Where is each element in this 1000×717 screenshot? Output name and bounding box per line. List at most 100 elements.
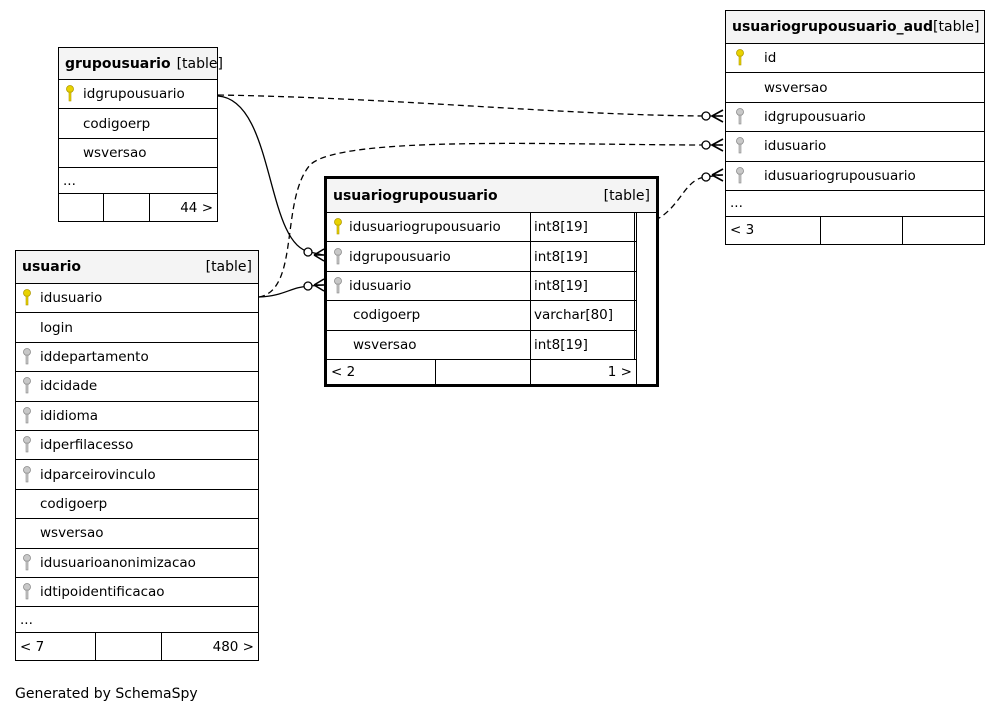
column-row[interactable]: wsversao — [726, 73, 984, 103]
generated-by-label: Generated by SchemaSpy — [15, 686, 198, 702]
foreign-key-icon — [16, 436, 38, 454]
footer-right[interactable]: 480 > — [212, 638, 254, 655]
footer-mid — [436, 359, 531, 385]
table-footer: < 2 1 > — [327, 359, 636, 387]
column-row[interactable]: idusuarioanonimizacao — [16, 549, 258, 578]
table-name: usuariogrupousuario_aud — [732, 19, 934, 35]
column-name: codigoerp — [40, 495, 108, 512]
footer-mid — [104, 194, 150, 222]
column-type: int8[19] — [531, 242, 635, 271]
foreign-key-icon — [327, 277, 349, 295]
table-footer: < 3 — [726, 216, 984, 244]
column-name: idusuario — [40, 290, 103, 307]
column-row[interactable]: idusuario — [16, 284, 258, 314]
footer-mid — [821, 216, 903, 244]
table-header: usuario [table] — [16, 251, 258, 284]
column-row[interactable]: idparceirovinculo — [16, 460, 258, 490]
edge-end-circle — [701, 140, 711, 150]
foreign-key-icon — [327, 247, 349, 266]
table-footer: 44 > — [59, 194, 217, 222]
foreign-key-icon — [726, 108, 754, 126]
table-grupousuario[interactable]: grupousuario [table] idgrupousuario codi… — [58, 47, 223, 223]
ellipsis-row: ... — [59, 168, 217, 195]
column-row[interactable]: wsversao — [59, 139, 217, 169]
column-row[interactable]: codigoerp — [16, 490, 258, 520]
column-row[interactable]: idcidade — [16, 372, 258, 402]
footer-right[interactable]: 1 > — [607, 364, 632, 381]
column-row[interactable]: ididioma — [16, 402, 258, 431]
table-kind: [table] — [933, 19, 980, 35]
foreign-key-icon — [16, 348, 38, 366]
column-name: wsversao — [83, 144, 147, 161]
primary-key-icon — [726, 49, 754, 67]
footer-right[interactable]: 44 > — [180, 199, 213, 216]
foreign-key-icon — [16, 465, 38, 484]
column-row[interactable]: codigoerp — [59, 109, 217, 139]
table-usuario[interactable]: usuario [table] idusuario login iddepart… — [15, 250, 259, 662]
edge-end-circle — [303, 247, 313, 257]
column-row[interactable]: iddepartamento — [16, 343, 258, 373]
footer-left[interactable]: < 3 — [726, 216, 821, 244]
table-kind: [table] — [176, 55, 223, 72]
footer-left[interactable]: < 2 — [327, 359, 436, 385]
crow-foot — [711, 138, 724, 152]
table-name: usuario — [22, 259, 82, 275]
foreign-key-icon — [16, 583, 38, 601]
column-name: idtipoidentificacao — [40, 584, 165, 601]
table-usuariogrupousuario[interactable]: usuariogrupousuario [table] idusuariogru… — [324, 176, 659, 387]
footer-right — [903, 217, 984, 244]
column-type: int8[19] — [531, 330, 635, 359]
table-usuariogrupousuario-aud[interactable]: usuariogrupousuario_aud [table] id wsver… — [725, 10, 985, 245]
table-name: grupousuario — [65, 55, 171, 72]
column-name: wsversao — [353, 336, 417, 353]
column-row[interactable]: idgrupousuario — [59, 80, 217, 110]
foreign-key-icon — [726, 137, 754, 155]
footer-left[interactable]: < 7 — [16, 633, 96, 661]
column-name: idusuario — [349, 277, 412, 294]
column-name: idparceirovinculo — [40, 466, 156, 483]
column-name: idusuario — [764, 138, 827, 155]
ellipsis-row: ... — [726, 191, 984, 217]
footer-left[interactable] — [59, 194, 104, 222]
column-name: id — [764, 50, 777, 67]
column-name: ididioma — [40, 407, 99, 424]
edge-end-circle — [701, 172, 711, 182]
column-type: varchar[80] — [531, 301, 635, 330]
column-row[interactable]: idusuariogrupousuario int8[19] — [327, 213, 636, 243]
column-row[interactable]: codigoerp varchar[80] — [327, 301, 636, 331]
column-row[interactable]: idperfilacesso — [16, 431, 258, 461]
crow-foot — [313, 278, 325, 292]
column-type: int8[19] — [531, 213, 635, 242]
column-name: login — [40, 319, 73, 336]
column-name: idgrupousuario — [349, 248, 451, 265]
column-row[interactable]: idgrupousuario — [726, 103, 984, 133]
column-name: idgrupousuario — [83, 86, 185, 103]
column-name: wsversao — [764, 79, 828, 96]
column-row[interactable]: idgrupousuario int8[19] — [327, 242, 636, 272]
column-name: wsversao — [40, 525, 104, 542]
primary-key-icon — [327, 218, 349, 236]
edge-grupousuario-to-usuariogrupousuario — [217, 95, 324, 256]
column-row[interactable]: idusuariogrupousuario — [726, 162, 984, 191]
column-row[interactable]: wsversao int8[19] — [327, 330, 636, 360]
column-name: idusuariogrupousuario — [349, 219, 501, 236]
crow-foot — [313, 248, 325, 262]
column-row[interactable]: id — [726, 44, 984, 74]
column-name: idusuariogrupousuario — [764, 167, 916, 184]
column-name: codigoerp — [83, 115, 151, 132]
column-row[interactable]: wsversao — [16, 519, 258, 549]
crow-foot — [711, 109, 724, 123]
edge-usuario-to-aud — [258, 142, 722, 298]
table-header: usuariogrupousuario_aud [table] — [726, 11, 984, 44]
foreign-key-icon — [16, 377, 38, 395]
column-row[interactable]: idtipoidentificacao — [16, 578, 258, 608]
column-name: idcidade — [40, 378, 98, 395]
table-kind: [table] — [603, 187, 650, 204]
column-row[interactable]: idusuario — [726, 132, 984, 162]
column-row[interactable]: idusuario int8[19] — [327, 271, 636, 302]
column-type: int8[19] — [531, 271, 635, 301]
column-row[interactable]: login — [16, 313, 258, 343]
primary-key-icon — [16, 289, 38, 307]
ellipsis-row: ... — [16, 607, 258, 634]
